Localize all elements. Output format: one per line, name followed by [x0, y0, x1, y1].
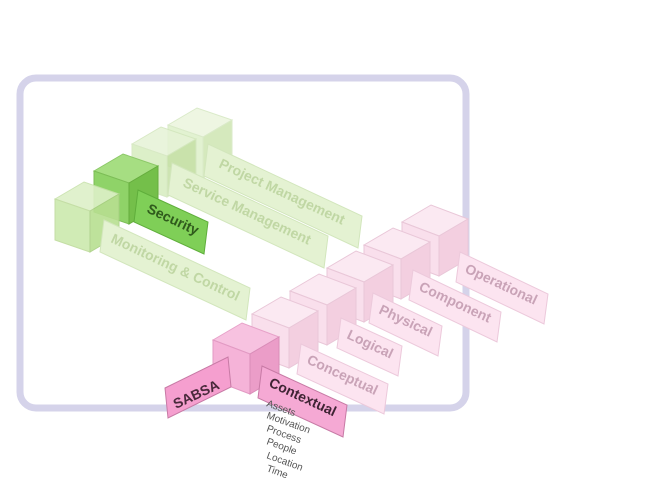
green-cube-tower: Project Management Service Management Se… — [53, 107, 363, 321]
pink-cube-row: Operational Component Physical Logical — [164, 204, 549, 481]
